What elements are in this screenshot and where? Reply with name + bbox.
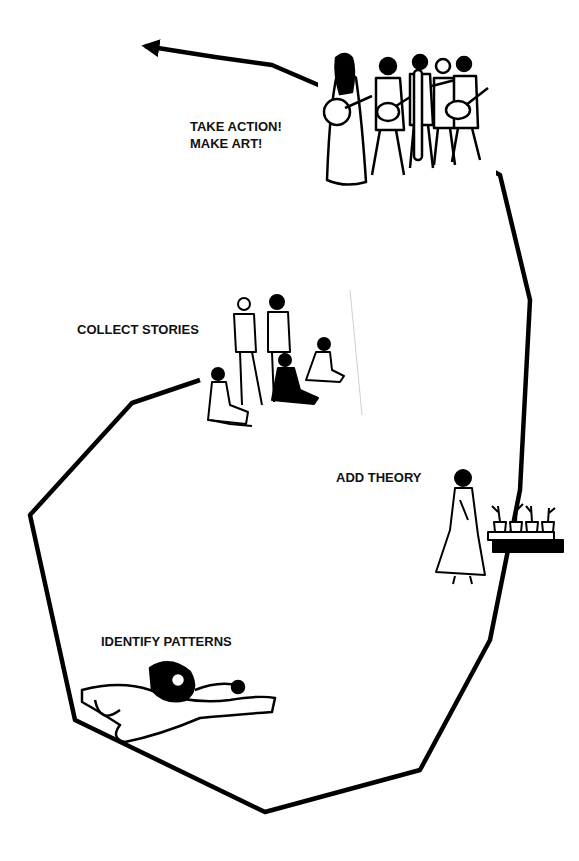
spiral-path	[30, 46, 530, 812]
musicians-figure	[318, 52, 496, 187]
step-label: IDENTIFY PATTERNS	[101, 633, 281, 650]
storytellers-figure	[208, 295, 344, 426]
faint-line	[350, 290, 362, 415]
step-label: ADD THEORY	[336, 469, 446, 486]
step-label: TAKE ACTION! MAKE ART!	[190, 118, 302, 152]
step-label: COLLECT STORIES	[77, 321, 237, 338]
dancers-figure	[82, 662, 275, 742]
theory-figure	[436, 470, 563, 584]
